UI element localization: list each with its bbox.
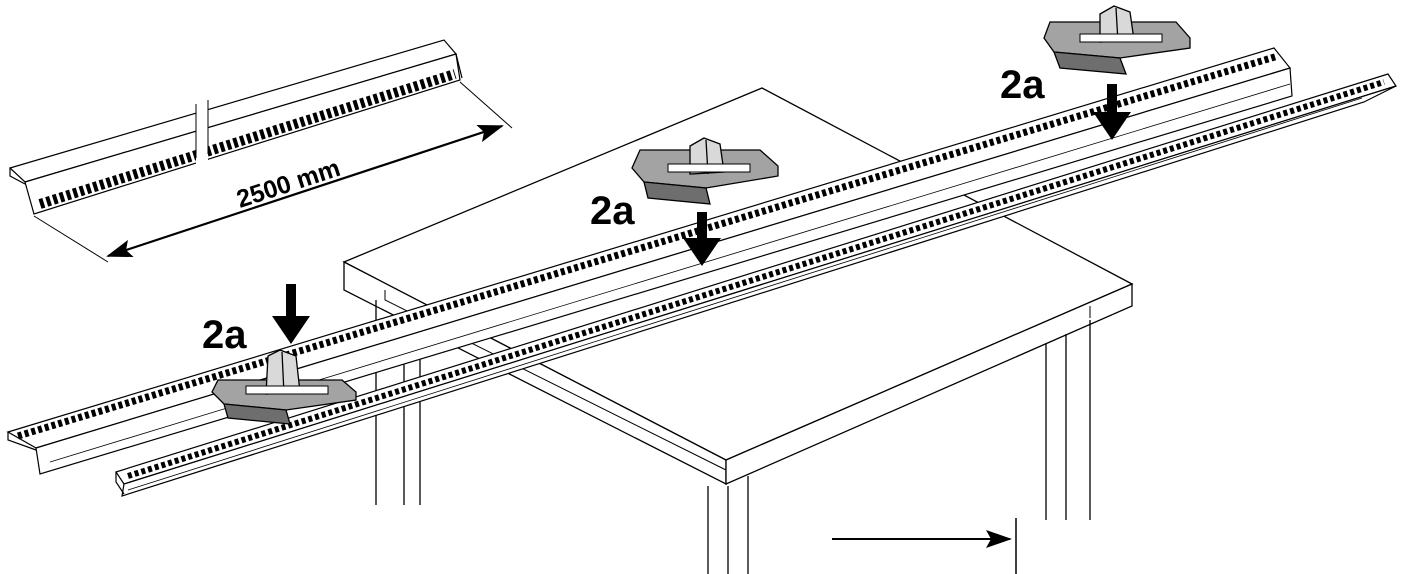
clip-middle <box>631 137 779 205</box>
rail-slots <box>16 52 1280 440</box>
arrow-down-icon <box>272 284 310 344</box>
callout-label: 2a <box>202 313 247 357</box>
table-leg-front <box>707 476 749 574</box>
rail-back <box>6 47 1293 475</box>
table-leg-right <box>1045 320 1091 520</box>
dimension-arrow-icon <box>106 124 504 258</box>
table-edge-right <box>725 283 1133 485</box>
callout-label: 2a <box>1000 63 1045 107</box>
arrow-down-icon <box>683 212 721 266</box>
clip-left <box>211 349 357 425</box>
callout-label: 2a <box>590 189 635 233</box>
dimension-label: 2500 mm <box>233 154 343 214</box>
clip-right <box>1043 5 1191 75</box>
rail-front <box>115 73 1397 497</box>
rail-slots <box>127 79 1385 479</box>
arrow-down-icon <box>1093 84 1131 140</box>
direction-arrow-icon <box>832 518 1017 574</box>
